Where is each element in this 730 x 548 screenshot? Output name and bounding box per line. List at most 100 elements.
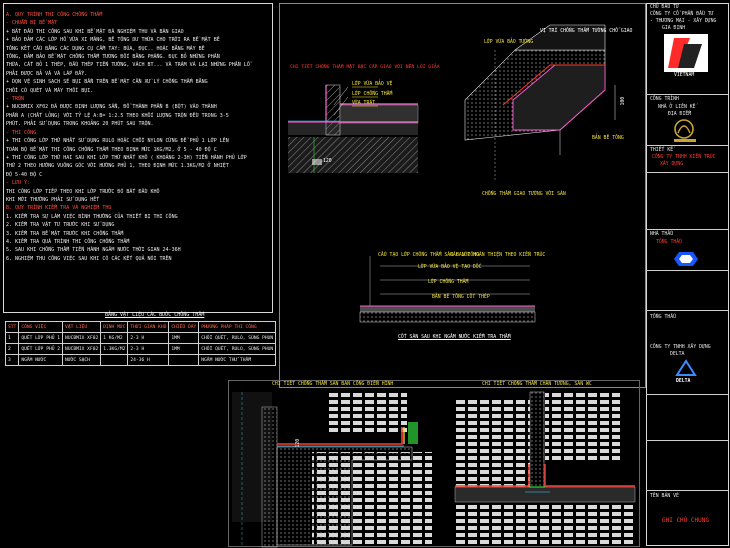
table-cell [100,354,129,366]
table-header-cell: VẬT LIỆU [62,321,102,333]
dim-100: 100 [621,96,627,106]
tb-delta: DELTA [676,379,691,384]
mid-bottom-label: CỐT SÀN SAU KHI NGÂM NƯỚC KIỂM TRA THẤM [398,335,511,340]
table-cell: QUÉT LỚP PHỦ 2 [18,343,64,355]
table-cell: NƯỚC SẠCH [62,354,102,366]
tb-contractor-name: TỔNG THẦU [656,240,682,245]
delta-logo-icon [675,359,697,376]
notes-line: KHI MỚI THƯỜNG PHẢI SỬ DỤNG HẾT [6,196,100,203]
table-cell: 1MM [168,332,200,344]
notes-line: + NUCBMIX XF02 ĐÃ ĐƯỢC ĐỊNH LƯỢNG SẴN, Đ… [6,104,217,111]
detail-drawing-balcony [359,256,536,323]
table-header-cell: CHIỀU DÀY [168,321,200,333]
table-cell: 2 [4,343,20,355]
table-cell: CHỔI QUÉT, RULO, SÚNG PHUN [198,343,277,355]
mid-label-4: LỚP CHỐNG THẤM [428,280,469,285]
notes-heading: - CHUẨN BỊ BỀ MẶT [6,20,58,27]
tb-divider [646,145,728,146]
detail-title-bottom-right: CHI TIẾT CHỐNG THẤM CHÂN TƯỜNG, SÀN WC [482,382,592,387]
tb-contractor-label: NHÀ THẦU [650,232,674,237]
tb-owner-2: - THƯƠNG MẠI - XÂY DỰNG [650,19,717,24]
notes-heading: B. QUY TRÌNH KIỂM TRA VÀ NGHIỆM THU [6,205,112,212]
logo-icon [664,34,708,72]
notes-heading: - THI CÔNG [6,129,37,136]
notes-line: THI CÔNG LỚP TIẾP THEO KHI LỚP TRƯỚC ĐÓ … [6,188,160,195]
table-cell: NGÂM NƯỚC [18,354,64,366]
tb-location: ĐỊA ĐIỂM [668,112,692,117]
tb-owner-label: CHỦ ĐẦU TƯ [650,5,679,10]
label-concrete-slab: BẢN BÊ TÔNG [592,136,624,141]
table-cell [168,354,200,366]
tb-design-label: THIẾT KẾ [650,148,674,153]
notes-line: 3. KIỂM TRA BỀ MẶT TRƯỚC KHI CHỐNG THẤM [6,230,124,237]
table-cell: NGÂM NƯỚC THỬ THẤM [198,354,277,366]
tb-design-1: CÔNG TY TNHH KIẾN TRÚC [652,155,716,160]
notes-line: PHÚT. PHẢI SỬ DỤNG TRONG KHOẢNG 20 PHÚT … [6,121,154,128]
detail-title-top-left: CHI TIẾT CHỐNG THẤM MẶT BẬC CẦP GIAO VỚI… [290,65,440,70]
table-header-cell: PHƯƠNG PHÁP THI CÔNG [198,321,277,333]
notes-line: + BẮT ĐẦU THI CÔNG SAU KHI BỀ MẶT ĐÃ NGH… [6,28,184,35]
label-protect-mortar: LỚP VỮA BẢO VỆ [352,82,393,87]
notes-line: 6. NGHIỆM THU CÔNG VIỆC SAU KHI CÓ CÁC K… [6,255,172,262]
tb-divider [646,94,728,95]
label-wall-mortar: LỚP VỮA BẢO TƯỜNG [484,40,534,45]
table-cell: 2-3 H [127,343,170,355]
notes-line: + BẢO ĐẢM CÁC LỚP HỒ VỮA XI MĂNG, BÊ TÔN… [6,37,220,44]
notes-heading: - LƯU Ý: [6,180,31,187]
detail-drawing-top-left [288,84,419,173]
notes-line: 4. KIỂM TRA QUÁ TRÌNH THI CÔNG CHỐNG THẤ… [6,238,130,245]
table-header-cell: STT [4,321,20,333]
general-notes: A. QUY TRÌNH THI CÔNG CHỐNG THẤM - CHUẨN … [6,11,271,263]
table-header-cell: THỜI GIAN KHÔ [127,321,170,333]
tb-divider [646,310,728,311]
table-cell: 1 KG/M2 [100,332,129,344]
tb-divider [646,270,728,271]
table-cell: NUCBMIX XF02 [62,343,102,355]
tb-divider [646,394,728,395]
label-wall-floor-joint: CHỐNG THẤM GIAO TƯỜNG VỚI SÀN [482,192,566,197]
notes-line: + DỌN VỆ SINH SẠCH SẼ BỤI BẨN TRÊN BỀ MẶ… [6,79,208,86]
mid-label-2: CÁC LỚP HOÀN THIỆN THEO KIẾN TRÚC [450,253,546,258]
table-cell: 1.3KG/M2 [100,343,129,355]
mid-label-5: BẢN BÊ TÔNG CỐT THÉP [432,295,490,300]
notes-line: 5. SAU KHI CHỐNG THẤM TIẾN HÀNH NGÂM NƯỚ… [6,247,181,254]
table-cell: CHỔI QUÉT, RULO, SÚNG PHUN [198,332,277,344]
notes-line: PHẦN A (CHẤT LỎNG) VỚI TỶ LỆ A:B= 1:2.5 … [6,112,229,119]
gold-logo-icon [674,119,696,142]
drawing-sheet-frame [279,3,646,388]
tb-owner-1: CÔNG TY CỔ PHẦN ĐẦU TƯ [650,12,714,17]
notes-line: THỨ 2 THEO HƯỚNG VUÔNG GÓC VỚI HƯỚNG PHỦ… [6,163,229,170]
table-cell: 1MM [168,343,200,355]
tb-project: NHÀ Ở LIÊN KẾ [658,105,696,110]
tb-divider [646,440,728,441]
tb-drawing-name-label: TÊN BẢN VẼ [650,494,679,499]
notes-line: THỪA, CẮT BỎ 1 THÉP, ĐẦU THÉP TIẾN TƯỜNG… [6,62,250,69]
tb-project-label: CÔNG TRÌNH [650,97,679,102]
tb-divider [646,172,728,173]
notes-line: + THI CÔNG LỚP THỨ NHẤT SỬ DỤNG RULO HOẶ… [6,138,229,145]
notes-line: TÔNG, ĐẢM BẢO BỀ MẶT CHỐNG THẤM TƯƠNG ĐỐ… [6,54,220,61]
notes-line: CHỔI CÓ QUÉT VÀ MÁY THỔI BỤI. [6,87,94,94]
notes-line: TOÀN BỘ BỀ MẶT THI CÔNG CHỐNG THẤM THEO … [6,146,217,153]
table-cell: 3 [4,354,20,366]
table-header-cell: ĐỊNH MỨC [100,321,129,333]
dim-120-bottom: 120 [296,438,302,448]
notes-heading: - TRỘN [6,96,25,103]
detail-drawing-bottom-left [232,392,432,548]
dim-120-top: 120 [323,159,332,164]
bottom-drawing-frame [228,380,640,547]
notes-line: + THI CÔNG LỚP THỨ HAI SAU KHI LỚP THỨ N… [6,154,247,161]
tb-design-2: XÂY DỰNG [660,162,684,167]
hex-logo-icon [674,252,698,266]
mid-label-3: LỚP VỮA BẢO VỆ TẠO DỐC [418,265,482,270]
tb-divider [646,229,728,230]
table-cell: 2-3 H [127,332,170,344]
tb-general-2: DELTA [670,352,685,357]
detail-title-bottom-left: CHI TIẾT CHỐNG THẤM SÀN BAN CÔNG ĐIỂN HÌ… [272,382,394,387]
detail-drawing-bottom-right [454,391,636,545]
label-wall-joint: VỊ TRÍ CHỐNG THẤM TƯỜNG CHỖ GIAO [540,29,633,34]
notes-heading: A. QUY TRÌNH THI CÔNG CHỐNG THẤM [6,12,103,18]
label-waterproof-layer: LỚP CHỐNG THẤM [352,92,393,97]
